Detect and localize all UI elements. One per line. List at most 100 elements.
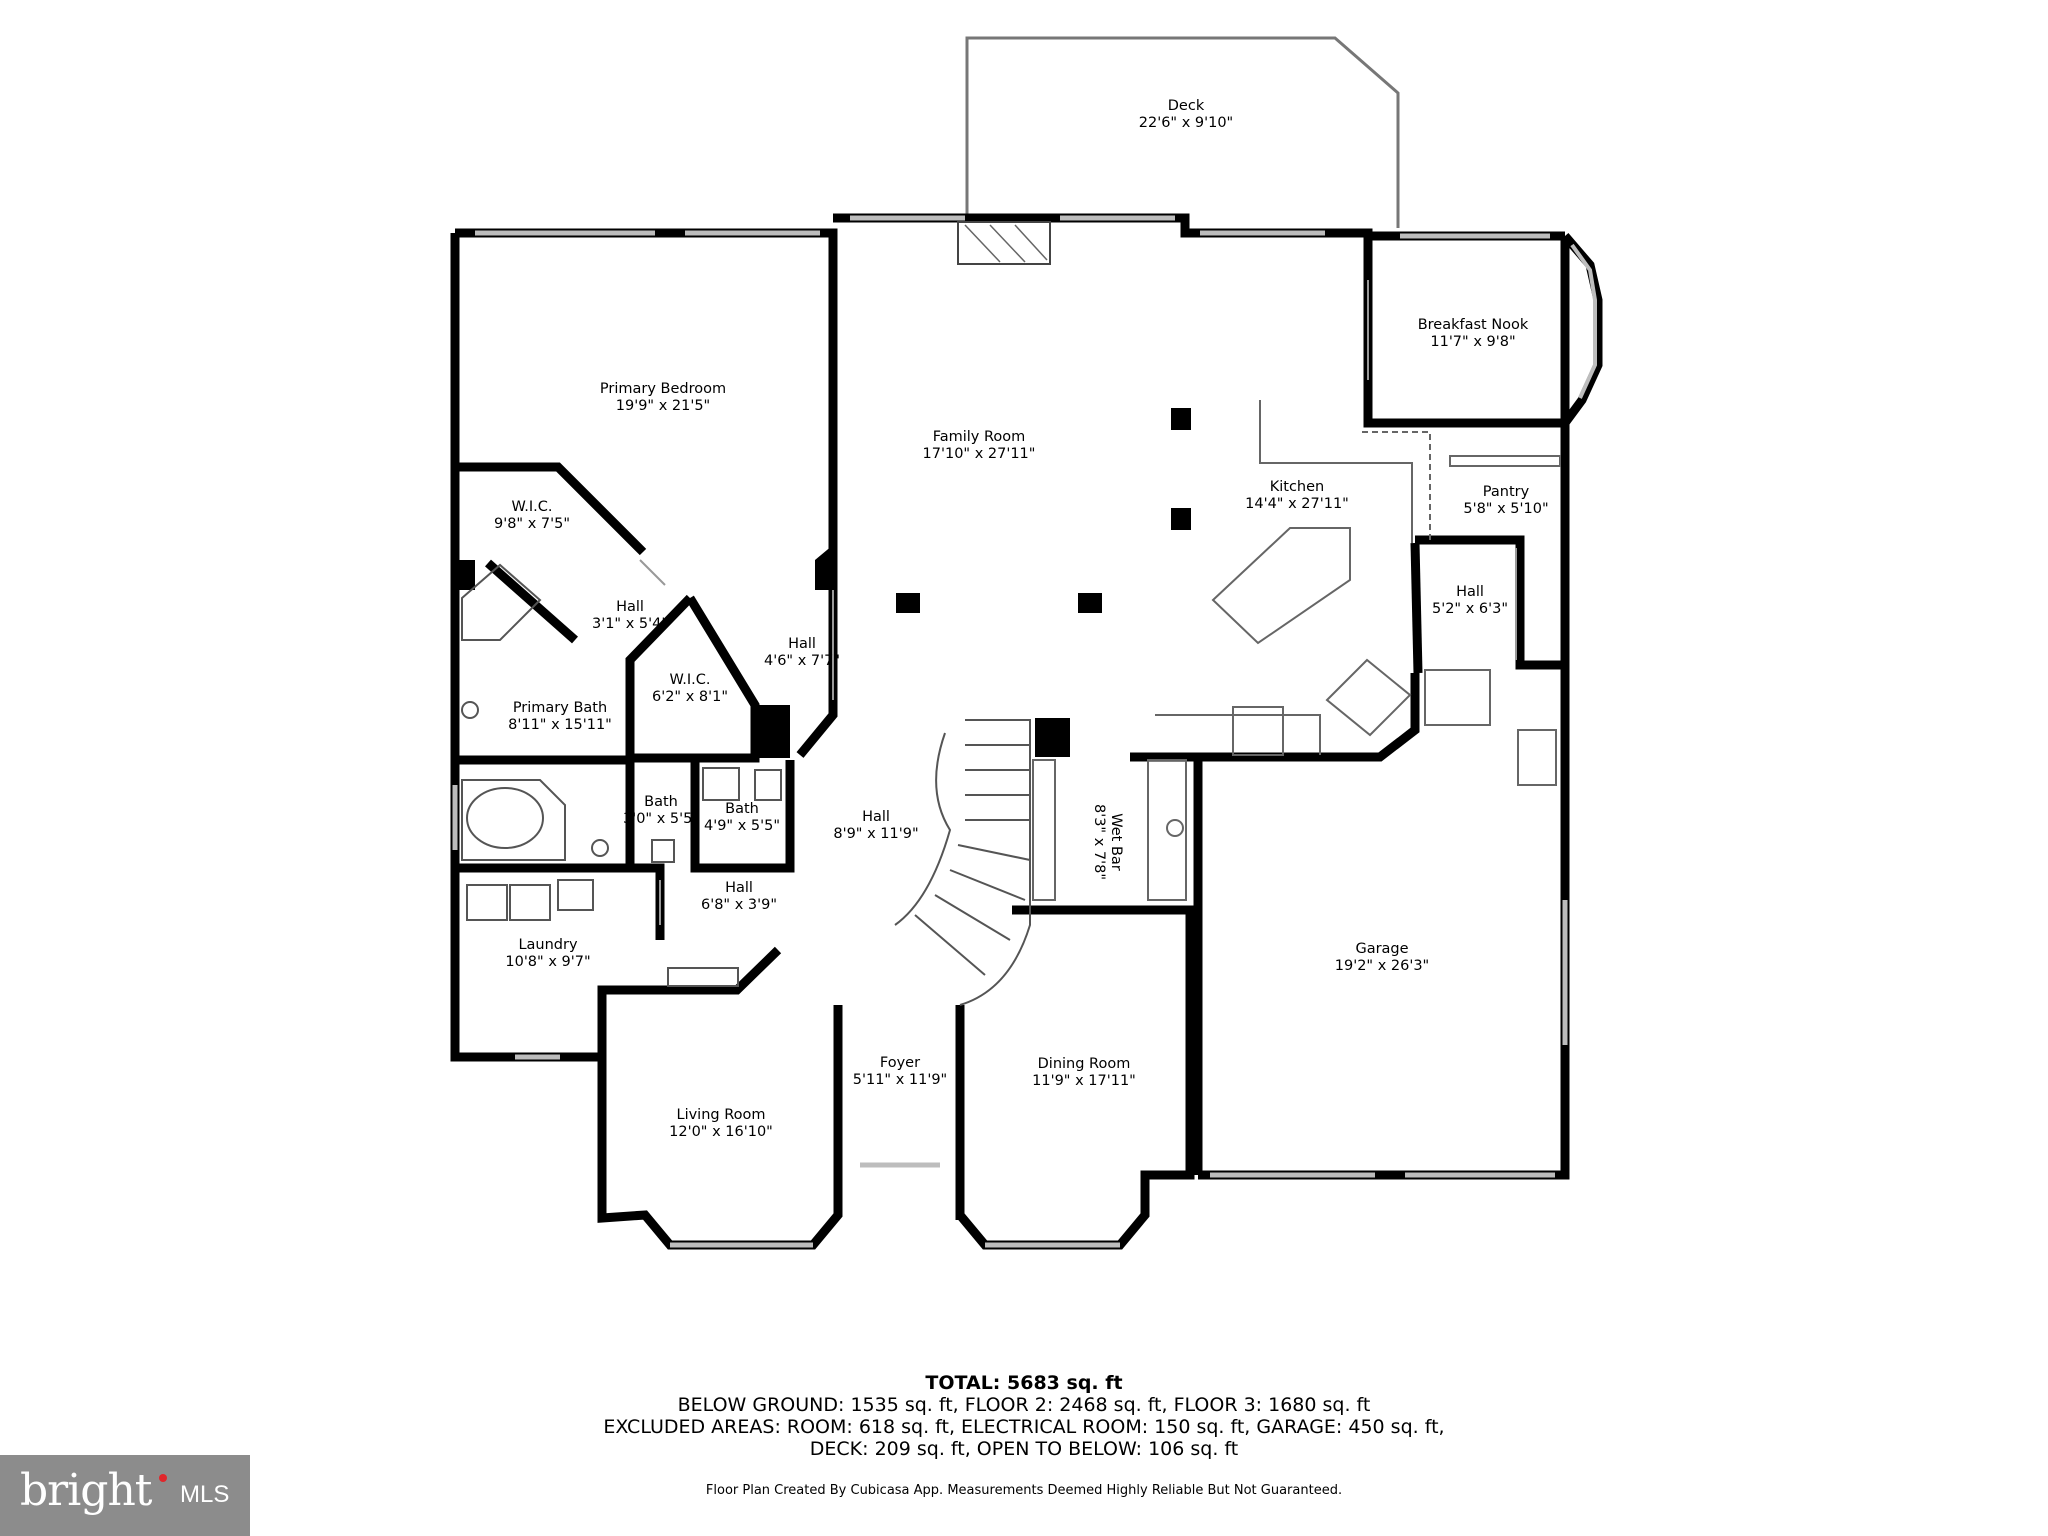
room-dims: 6'8" x 3'9" bbox=[700, 897, 778, 913]
totals-line-1: BELOW GROUND: 1535 sq. ft, FLOOR 2: 2468… bbox=[677, 1394, 1371, 1416]
room-dims: 22'6" x 9'10" bbox=[1138, 115, 1234, 131]
wet-bar-sink bbox=[1166, 819, 1184, 837]
primary-bath-sink-2 bbox=[591, 839, 609, 857]
wall-living bbox=[597, 946, 843, 1250]
stair-tread bbox=[949, 869, 1026, 901]
room-dims: 3'1" x 5'4" bbox=[591, 616, 669, 632]
stair-tread bbox=[957, 844, 1031, 861]
wet-bar-counters bbox=[1032, 759, 1187, 901]
wall-right-exterior bbox=[1198, 236, 1570, 1180]
room-label-wic-2: W.I.C.6'2" x 8'1" bbox=[652, 672, 728, 706]
total-area: TOTAL: 5683 sq. ft bbox=[925, 1372, 1123, 1394]
room-dims: 3'0" x 5'5" bbox=[622, 811, 700, 827]
room-name: Garage bbox=[1355, 941, 1409, 957]
room-name: W.I.C. bbox=[511, 499, 553, 515]
washer bbox=[466, 884, 508, 921]
room-dims: 4'9" x 5'5" bbox=[703, 818, 781, 834]
fireplace bbox=[957, 221, 1051, 265]
room-dims: 4'6" x 7'7" bbox=[763, 653, 841, 669]
kitchen-counters bbox=[1155, 400, 1561, 786]
room-dims: 8'9" x 11'9" bbox=[833, 826, 919, 842]
stair-outer bbox=[959, 719, 1031, 1006]
bath-fixtures bbox=[461, 563, 782, 987]
window-nook-bay bbox=[1570, 243, 1597, 399]
counter-lower bbox=[1155, 714, 1321, 755]
stair-tread bbox=[934, 894, 1011, 941]
column bbox=[1171, 508, 1191, 530]
deck-outline bbox=[965, 36, 1400, 228]
fireplace-hatch-line bbox=[989, 224, 1026, 263]
kitchen-sink-corner bbox=[1325, 658, 1412, 737]
column-stair-post bbox=[1035, 718, 1070, 757]
room-name: Breakfast Nook bbox=[1417, 317, 1529, 333]
doors bbox=[639, 280, 1517, 925]
windows bbox=[452, 215, 1568, 1248]
counter-dashed bbox=[1362, 431, 1431, 543]
wall-kitchen-right bbox=[1410, 542, 1423, 674]
garage-step bbox=[1517, 729, 1557, 786]
stair-tread bbox=[914, 914, 986, 976]
room-name: Hall bbox=[862, 809, 890, 825]
stairs-kitchen bbox=[1424, 669, 1491, 726]
bathtub-basin bbox=[466, 787, 544, 849]
room-name: Foyer bbox=[879, 1055, 921, 1071]
totals-line-2: EXCLUDED AREAS: ROOM: 618 sq. ft, ELECTR… bbox=[603, 1416, 1445, 1438]
room-name: Bath bbox=[644, 794, 678, 810]
main-staircase bbox=[894, 719, 1031, 1006]
room-dims: 5'11" x 11'9" bbox=[852, 1072, 948, 1088]
column bbox=[1171, 408, 1191, 430]
stair-inner bbox=[894, 732, 952, 926]
wall-bath2 bbox=[690, 760, 795, 873]
dryer bbox=[509, 884, 551, 921]
wet-bar-right-counter bbox=[1147, 759, 1187, 901]
pantry-shelf bbox=[1449, 455, 1561, 467]
room-dims: 8'11" x 15'11" bbox=[508, 717, 612, 733]
room-dims: 8'3" x 7'8" bbox=[1091, 803, 1107, 881]
toilet-1 bbox=[651, 839, 675, 863]
room-name: Hall bbox=[1456, 584, 1484, 600]
cooktop bbox=[1232, 706, 1284, 756]
wall-top-family bbox=[833, 213, 1565, 241]
fireplace-hatch-line bbox=[1014, 224, 1048, 261]
room-name: Kitchen bbox=[1269, 479, 1325, 495]
room-name: Dining Room bbox=[1037, 1056, 1131, 1072]
disclaimer: Floor Plan Created By Cubicasa App. Meas… bbox=[705, 1483, 1343, 1498]
room-name: Hall bbox=[725, 880, 753, 896]
primary-bath-sink-1 bbox=[461, 701, 479, 719]
column-wic-corner bbox=[755, 705, 790, 758]
logo-accent-dot bbox=[159, 1474, 167, 1482]
room-name: Bath bbox=[725, 801, 759, 817]
fireplace-hatch bbox=[964, 224, 1048, 263]
shower bbox=[461, 563, 542, 641]
bath2-sink bbox=[702, 767, 740, 801]
room-dims: 12'0" x 16'10" bbox=[669, 1124, 773, 1140]
room-dims: 6'2" x 8'1" bbox=[651, 689, 729, 705]
room-name: Hall bbox=[788, 636, 816, 652]
room-dims: 5'2" x 6'3" bbox=[1431, 601, 1509, 617]
wall-garage-top bbox=[1130, 673, 1420, 762]
fireplace-hatch-line bbox=[964, 224, 1001, 263]
columns bbox=[455, 408, 1191, 758]
room-dims: 9'8" x 7'5" bbox=[493, 516, 571, 532]
room-dims: 14'4" x 27'11" bbox=[1245, 496, 1349, 512]
wall-hall-diag bbox=[485, 559, 578, 644]
room-name: W.I.C. bbox=[669, 672, 711, 688]
room-name: Primary Bedroom bbox=[599, 381, 727, 397]
bathtub bbox=[461, 779, 566, 861]
walls bbox=[450, 213, 1570, 1250]
